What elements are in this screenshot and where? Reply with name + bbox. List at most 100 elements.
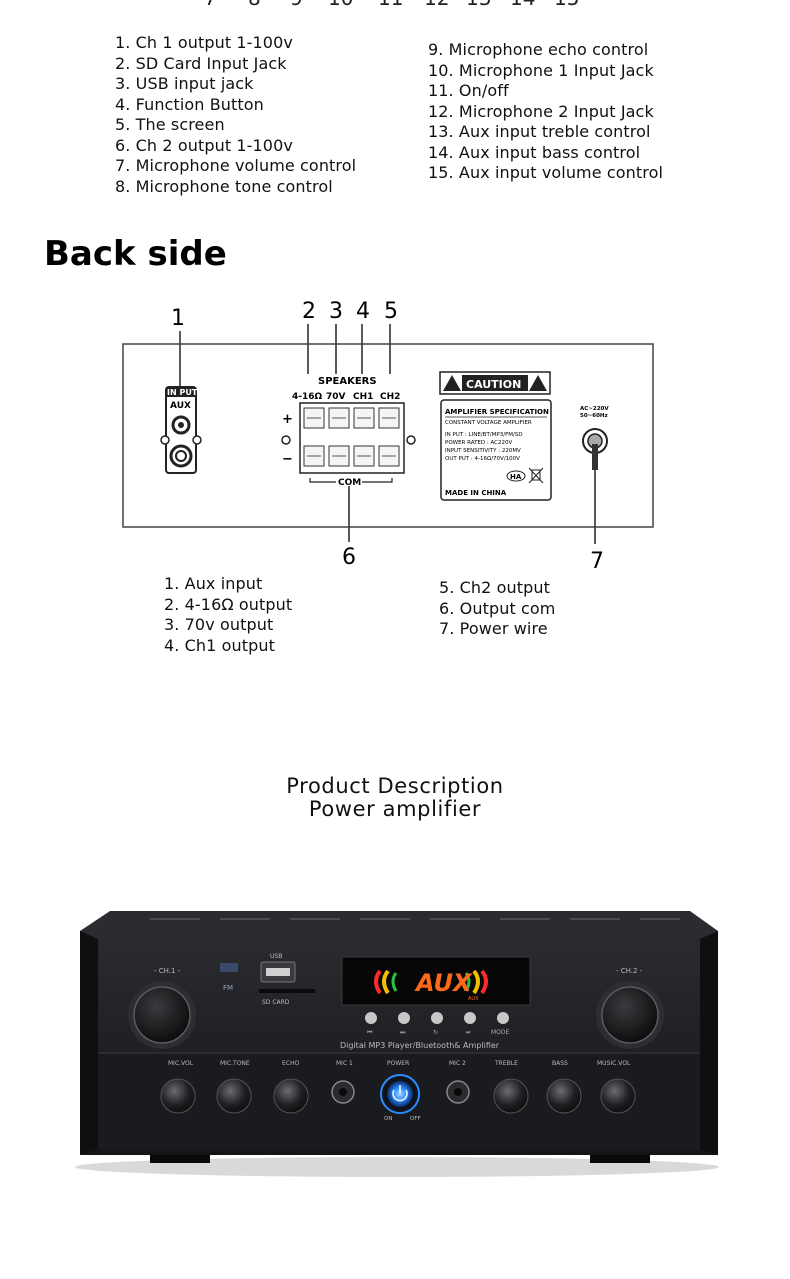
repeat-icon: ↻: [433, 1029, 438, 1036]
lower-knobs: [160, 1078, 636, 1114]
ch1-volume-knob: [128, 981, 196, 1049]
function-buttons: ⏮ ⏭ ↻ ⏯ MODE: [365, 1012, 510, 1036]
aux-label: AUX: [170, 401, 191, 411]
usb-label: USB: [270, 953, 282, 960]
list-item: 5. The screen: [115, 115, 225, 134]
callout-2: 2: [302, 299, 316, 324]
list-item: 7. Power wire: [439, 619, 548, 638]
panel-outline: [122, 343, 654, 528]
power-freq: 50~60Hz: [580, 413, 608, 419]
list-item: 7. Microphone volume control: [115, 156, 357, 175]
next-button: [398, 1012, 410, 1024]
list-item: 3. 70v output: [164, 615, 274, 634]
ha-mark: HA: [510, 473, 522, 481]
list-item: 4. Function Button: [115, 94, 264, 114]
list-item: 3. USB input jack: [115, 74, 254, 93]
made-in-label: MADE IN CHINA: [445, 489, 507, 497]
led-display: AUX AUX: [341, 956, 531, 1006]
back-panel-diagram: 1 2 3 4 5 6 7 IN PUT AUX SPEAKERS 4-16Ω …: [122, 299, 654, 574]
knob-label: ECHO: [282, 1060, 299, 1067]
sd-card-label: SD CARD: [262, 999, 290, 1006]
input-label: IN PUT: [167, 388, 198, 397]
spec-title: AMPLIFIER SPECIFICATION: [445, 408, 549, 416]
knob-label: TREBLE: [494, 1060, 518, 1067]
spec-plate: AMPLIFIER SPECIFICATION CONSTANT VOLTAGE…: [440, 399, 552, 501]
list-item: 12. Microphone 2 Input Jack: [428, 101, 654, 121]
list-item: 9. Microphone echo control: [428, 40, 649, 59]
knob-label: MIC 1: [336, 1060, 353, 1067]
power-icon: [392, 1089, 408, 1102]
aux-input-jack: IN PUT AUX: [160, 386, 202, 474]
product-description-subtitle: Power amplifier: [308, 797, 482, 821]
list-item: 1. Ch 1 output 1-100v: [115, 33, 293, 52]
model-text: Digital MP3 Player/Bluetooth& Amplifier: [340, 1041, 500, 1050]
caution-plate: CAUTION: [439, 371, 551, 395]
knob-label: MIC.TONE: [220, 1060, 250, 1067]
repeat-button: [431, 1012, 443, 1024]
mode-label: MODE: [491, 1029, 510, 1036]
term-label: CH1: [353, 392, 373, 402]
back-legend-left: 1. Aux input 2. 4-16Ω output 3. 70v outp…: [164, 574, 292, 656]
list-item: 6. Ch 2 output 1-100v: [115, 135, 293, 155]
sd-card-slot: [259, 989, 315, 993]
spec-line: IN PUT : LINE/BT/MP3/FM/SD: [445, 432, 523, 438]
weee-bin-icon: [528, 467, 544, 484]
display-aux-small: AUX: [468, 996, 479, 1002]
speakers-label: SPEAKERS: [318, 376, 377, 387]
play-pause-icon: ⏯: [466, 1029, 471, 1036]
spec-line: OUT PUT : 4-16Ω/70V/100V: [445, 456, 520, 462]
list-item: 10. Microphone 1 Input Jack: [428, 60, 654, 80]
term-label: 4-16Ω: [292, 392, 323, 402]
list-item: 2. SD Card Input Jack: [115, 53, 287, 73]
cropped-number-row: 7 8 9 10 11 12 13 14 15: [200, 0, 600, 10]
power-on-label: ON: [384, 1116, 392, 1122]
list-item: 5. Ch2 output: [439, 578, 551, 597]
callout-6: 6: [342, 545, 356, 570]
term-label: 70V: [326, 392, 346, 402]
play-pause-button: [464, 1012, 476, 1024]
speaker-terminal-block: SPEAKERS 4-16Ω 70V CH1 CH2 + − COM: [281, 376, 416, 488]
list-item: 1. Aux input: [164, 574, 263, 593]
callout-4: 4: [356, 299, 370, 324]
mode-button: [497, 1012, 509, 1024]
ch2-volume-knob: [596, 981, 664, 1049]
music-vol-knob: [600, 1078, 636, 1114]
term-label: CH2: [380, 392, 400, 402]
knob-label: POWER: [387, 1060, 409, 1067]
power-button: ON OFF: [380, 1074, 421, 1122]
power-off-label: OFF: [410, 1116, 421, 1122]
crop-number: 14: [510, 0, 535, 10]
usb-logo: [220, 963, 238, 972]
knob-label: MUSIC.VOL: [597, 1060, 631, 1067]
ch2-label: - CH.2 -: [616, 967, 643, 975]
product-description-title: Product Description: [286, 774, 504, 798]
next-icon: ⏭: [400, 1029, 406, 1036]
prev-button: [365, 1012, 377, 1024]
com-label: COM: [338, 478, 361, 488]
crop-number: 9: [290, 0, 303, 10]
mic-tone-knob: [216, 1078, 252, 1114]
mic-jacks: [331, 1080, 470, 1104]
crop-number: 13: [466, 0, 491, 10]
power-wire-inlet: AC~220V 50~60Hz: [580, 406, 609, 470]
back-side-heading: Back side: [44, 234, 227, 274]
list-item: 11. On/off: [428, 81, 509, 100]
crop-number: 11: [378, 0, 403, 10]
crop-number: 10: [328, 0, 353, 10]
knob-label: MIC 2: [449, 1060, 466, 1067]
list-item: 14. Aux input bass control: [428, 142, 641, 162]
caution-label: CAUTION: [466, 378, 521, 391]
crop-number: 7: [204, 0, 217, 10]
amplifier-front-photo: - CH.1 - - CH.2 - USB FM SD CARD AUX AUX…: [75, 911, 719, 1177]
list-item: 8. Microphone tone control: [115, 176, 333, 196]
list-item: 2. 4-16Ω output: [164, 594, 293, 614]
power-label: AC~220V: [580, 406, 609, 412]
callout-3: 3: [329, 299, 343, 324]
callout-7: 7: [590, 549, 604, 574]
back-legend-right: 5. Ch2 output 6. Output com 7. Power wir…: [439, 578, 556, 640]
knob-label: BASS: [552, 1060, 568, 1067]
fm-logo: FM: [223, 984, 233, 992]
prev-icon: ⏮: [367, 1029, 373, 1036]
list-item: 15. Aux input volume control: [428, 163, 664, 182]
list-item: 6. Output com: [439, 598, 556, 618]
